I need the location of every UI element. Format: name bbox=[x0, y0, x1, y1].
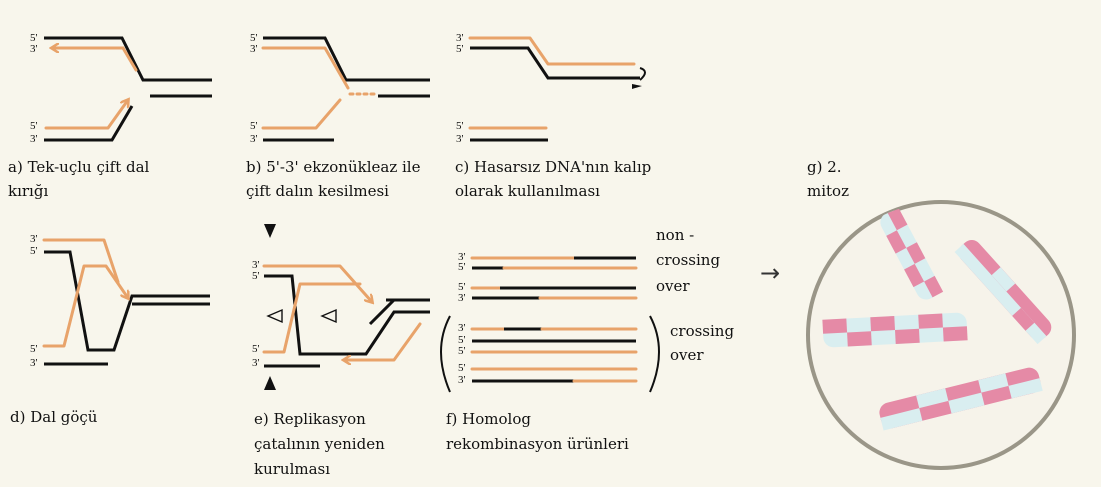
panel-c-caption-line1: c) Hasarsız DNA'nın kalıp bbox=[455, 158, 651, 176]
panel-e-caption-line1: e) Replikasyon bbox=[254, 410, 366, 428]
panel-g-caption-line2: mitoz bbox=[807, 182, 849, 200]
black-strand bbox=[263, 38, 430, 80]
three-prime-label: 3' bbox=[250, 133, 258, 145]
black-strand bbox=[44, 252, 210, 350]
five-prime-label: 5' bbox=[250, 120, 258, 132]
panel-f-caption-line1: f) Homolog bbox=[446, 410, 531, 428]
five-prime-label: 5' bbox=[458, 362, 466, 374]
orange-strand bbox=[263, 100, 340, 128]
panel-b-drawing: 5' 3' 5' 3' bbox=[250, 32, 430, 145]
five-prime-label: 5' bbox=[456, 43, 464, 55]
five-prime-label: 5' bbox=[30, 120, 38, 132]
panel-d-drawing: 3' 5' 5' 3' bbox=[30, 233, 210, 369]
panel-b-caption-line1: b) 5'-3' ekzonükleaz ile bbox=[246, 158, 421, 176]
non-crossing-over-line3: over bbox=[656, 277, 690, 295]
panel-e-caption-line2: çatalının yeniden bbox=[254, 435, 385, 453]
mitosis-cell bbox=[808, 202, 1074, 468]
three-prime-label: 3' bbox=[458, 374, 466, 386]
three-prime-label: 3' bbox=[30, 133, 38, 145]
five-prime-label: 5' bbox=[252, 343, 260, 355]
loop-end bbox=[640, 68, 645, 80]
panel-a-caption-line1: a) Tek-uçlu çift dal bbox=[8, 158, 150, 176]
five-prime-label: 5' bbox=[252, 270, 260, 282]
three-prime-label: 3' bbox=[30, 233, 38, 245]
five-prime-label: 5' bbox=[456, 120, 464, 132]
triangle-marker-icon bbox=[322, 310, 336, 322]
three-prime-label: 3' bbox=[30, 357, 38, 369]
three-prime-label: 3' bbox=[458, 292, 466, 304]
left-bracket bbox=[441, 316, 450, 392]
five-prime-label: 5' bbox=[458, 261, 466, 273]
panel-c-drawing: 3' 5' 5' 3' bbox=[456, 32, 645, 145]
cut-marker-icon bbox=[264, 224, 276, 238]
crossing-over-line2: over bbox=[670, 346, 704, 364]
orange-strand bbox=[46, 100, 128, 128]
crossing-over-line1: crossing bbox=[670, 322, 734, 340]
right-arrow-icon: → bbox=[760, 259, 780, 287]
triangle-marker-icon bbox=[268, 310, 282, 322]
three-prime-label: 3' bbox=[458, 322, 466, 334]
panel-a-caption-line2: kırığı bbox=[8, 182, 48, 200]
non-crossing-over-line2: crossing bbox=[656, 251, 720, 269]
panel-e-drawing: 3' 5' 5' 3' bbox=[252, 224, 430, 390]
non-crossing-over-line1: non - bbox=[656, 226, 694, 244]
panel-f-caption-line2: rekombinasyon ürünleri bbox=[446, 435, 629, 453]
three-prime-label: 3' bbox=[252, 357, 260, 369]
five-prime-label: 5' bbox=[30, 245, 38, 257]
panel-a-drawing: 5' 3' 5' 3' bbox=[30, 32, 212, 145]
panel-d-caption-line1: d) Dal göçü bbox=[10, 408, 98, 426]
panel-b-caption-line2: çift dalın kesilmesi bbox=[246, 182, 389, 200]
orange-strand bbox=[470, 38, 634, 64]
panel-c-caption-line2: olarak kullanılması bbox=[455, 182, 600, 200]
orange-strand bbox=[263, 48, 348, 88]
five-prime-label: 5' bbox=[458, 345, 466, 357]
panel-f-drawing: 3' 5' 5' 3' 3' 5' 5' 5' 3' bbox=[441, 251, 659, 392]
three-prime-label: 3' bbox=[456, 133, 464, 145]
five-prime-label: 5' bbox=[30, 343, 38, 355]
right-bracket bbox=[650, 316, 659, 392]
panel-e-caption-line3: kurulması bbox=[254, 460, 330, 478]
orange-strand bbox=[264, 284, 360, 352]
three-prime-label: 3' bbox=[30, 43, 38, 55]
cut-marker-icon bbox=[264, 376, 276, 390]
panel-g-caption-line1: g) 2. bbox=[807, 158, 842, 176]
arrow-tip-icon bbox=[632, 84, 642, 89]
three-prime-label: 3' bbox=[250, 43, 258, 55]
